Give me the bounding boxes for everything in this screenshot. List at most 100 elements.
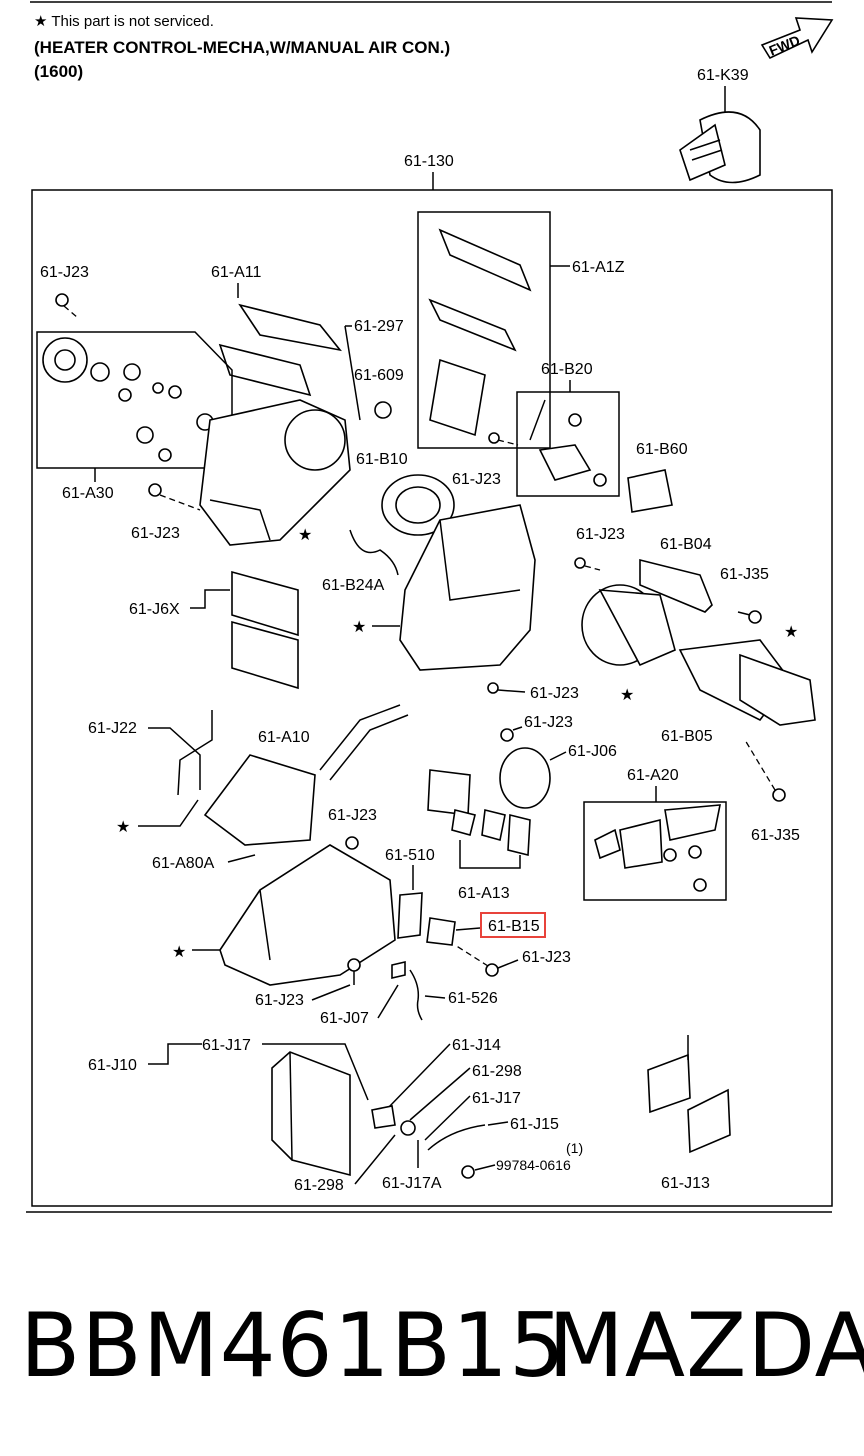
not-serviced-star-3: ★ <box>620 687 634 704</box>
label-99784-0616: 99784-0616 <box>496 1157 571 1173</box>
label-61-130: 61-130 <box>404 153 454 170</box>
part-61-B10 <box>381 474 455 536</box>
part-61-B20 <box>529 399 607 487</box>
label-61-J23-b: 61-J23 <box>452 471 501 488</box>
bolt-61-J23-a <box>55 293 79 319</box>
callout-61-B20 <box>516 391 620 497</box>
label-61-J10: 61-J10 <box>88 1057 137 1074</box>
part-61-J6X <box>231 570 299 690</box>
part-pipe-fittings <box>371 1105 486 1179</box>
part-61-J06 <box>499 747 551 809</box>
label-61-J17A: 61-J17A <box>382 1175 442 1192</box>
part-61-A1Z <box>428 228 532 437</box>
label-61-298-a: 61-298 <box>472 1063 522 1080</box>
part-61-526 <box>409 969 423 1021</box>
label-61-A80A: 61-A80A <box>152 855 215 872</box>
label-61-A1Z: 61-A1Z <box>572 259 625 276</box>
label-61-A20: 61-A20 <box>627 767 679 784</box>
part-61-B60 <box>627 469 673 513</box>
label-61-B20: 61-B20 <box>541 361 593 378</box>
bolt-61-J23-i <box>347 958 361 985</box>
part-heater-case-middle <box>399 504 536 671</box>
not-serviced-star-6: ★ <box>172 944 186 961</box>
not-serviced-note: ★ This part is not serviced. <box>34 13 214 30</box>
label-61-B04: 61-B04 <box>660 536 712 553</box>
part-heater-case-upper <box>199 399 351 546</box>
bolt-61-J23-d <box>574 557 601 571</box>
label-61-J15: 61-J15 <box>510 1116 559 1133</box>
diagram-title: (HEATER CONTROL-MECHA,W/MANUAL AIR CON.) <box>34 38 451 57</box>
part-61-J07 <box>391 960 406 980</box>
part-heater-case-lower <box>219 844 396 986</box>
part-61-J13 <box>647 1053 731 1154</box>
label-61-J35-a: 61-J35 <box>720 566 769 583</box>
part-61-A30 <box>42 337 214 462</box>
part-61-510 <box>397 892 423 939</box>
label-61-A10: 61-A10 <box>258 729 310 746</box>
label-61-J23-e: 61-J23 <box>530 685 579 702</box>
part-61-609 <box>374 401 392 419</box>
part-61-J10 <box>271 1051 351 1177</box>
label-61-J14: 61-J14 <box>452 1037 501 1054</box>
label-61-J23-a: 61-J23 <box>40 264 89 281</box>
label-61-609: 61-609 <box>354 367 404 384</box>
label-61-J23-d: 61-J23 <box>576 526 625 543</box>
label-61-J07: 61-J07 <box>320 1010 369 1027</box>
label-61-J17-b: 61-J17 <box>472 1090 521 1107</box>
label-61-526: 61-526 <box>448 990 498 1007</box>
part-right-duct <box>581 584 676 667</box>
label-61-J35-b: 61-J35 <box>751 827 800 844</box>
label-61-510: 61-510 <box>385 847 435 864</box>
bolt-61-J23-g <box>500 726 523 742</box>
not-serviced-star-1: ★ <box>298 527 312 544</box>
bolt-61-J23-h <box>454 944 519 977</box>
label-61-A13: 61-A13 <box>458 885 510 902</box>
parts-diagram: FWD 61-K39 61-130 61-J23 61-A11 61-297 6… <box>26 1 834 1213</box>
callout-61-A20 <box>583 801 727 901</box>
part-61-A10 <box>203 704 409 846</box>
label-61-B15: 61-B15 <box>488 918 540 935</box>
label-61-A30: 61-A30 <box>62 485 114 502</box>
label-61-B05: 61-B05 <box>661 728 713 745</box>
label-61-J23-i: 61-J23 <box>255 992 304 1009</box>
label-61-J22: 61-J22 <box>88 720 137 737</box>
label-61-B24A: 61-B24A <box>322 577 385 594</box>
footer: BBM461B15 MAZDA <box>0 1296 864 1406</box>
part-61-B24A <box>349 529 399 576</box>
part-61-B15 <box>426 917 456 946</box>
part-61-J22 <box>177 710 213 796</box>
diagram-subtitle: (1600) <box>34 62 84 81</box>
label-61-A11: 61-A11 <box>211 264 262 281</box>
bolt-61-J35-b <box>744 739 786 802</box>
brand-name: MAZDA <box>548 1294 864 1397</box>
bolt-61-J23-e <box>487 682 526 694</box>
bolt-61-J35-a <box>737 610 762 624</box>
part-61-B05 <box>678 639 816 726</box>
part-61-B04 <box>639 558 713 613</box>
label-61-J06: 61-J06 <box>568 743 617 760</box>
not-serviced-star-4: ★ <box>784 624 798 641</box>
bolt-61-J23-c <box>148 483 201 511</box>
part-61-A13 <box>427 769 531 857</box>
assembly-frame <box>31 189 833 1207</box>
label-61-J23-f: 61-J23 <box>328 807 377 824</box>
label-61-297: 61-297 <box>354 318 404 335</box>
label-qty: (1) <box>566 1140 583 1156</box>
part-number: BBM461B15 <box>20 1294 566 1397</box>
label-61-K39: 61-K39 <box>697 67 749 84</box>
part-61-A20 <box>594 804 721 892</box>
label-61-J23-h: 61-J23 <box>522 949 571 966</box>
not-serviced-star-5: ★ <box>116 819 130 836</box>
label-61-J13: 61-J13 <box>661 1175 710 1192</box>
part-61-K39 <box>679 111 761 184</box>
svg-text:FWD: FWD <box>767 32 803 59</box>
not-serviced-star-2: ★ <box>352 619 366 636</box>
label-61-J23-c: 61-J23 <box>131 525 180 542</box>
bolt-61-J23-f <box>345 836 359 850</box>
highlight-61-B15 <box>480 912 546 938</box>
label-61-B10: 61-B10 <box>356 451 408 468</box>
label-61-J6X: 61-J6X <box>129 601 180 618</box>
fwd-arrow-icon: FWD <box>760 17 834 60</box>
label-61-B60: 61-B60 <box>636 441 688 458</box>
label-61-J17-a: 61-J17 <box>202 1037 251 1054</box>
